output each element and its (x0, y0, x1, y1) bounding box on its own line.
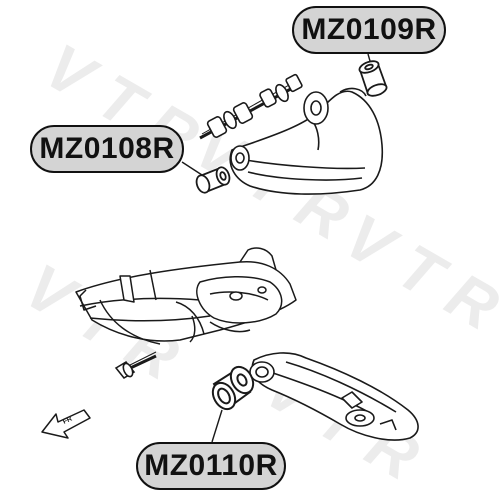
bushing-upper-rear (358, 60, 388, 97)
mounting-bolt (114, 351, 157, 380)
lower-control-arm (249, 352, 419, 441)
part-label-mz0108r: MZ0108R (30, 125, 184, 173)
front-direction-arrow-icon: FR (41, 409, 91, 439)
direction-arrow-label: FR (62, 416, 73, 426)
part-label-mz0110r: MZ0110R (136, 442, 286, 490)
leader-line-mid (181, 161, 203, 176)
frame-crossmember (75, 247, 297, 345)
leader-line-bottom (211, 409, 223, 443)
bushing-lower-arm (211, 365, 255, 411)
upper-control-arm (199, 73, 384, 195)
part-label-mz0109r: MZ0109R (292, 6, 446, 54)
pivot-shaft (199, 73, 303, 140)
bushing-upper-front (195, 166, 231, 194)
svg-text:V T R: V T R (333, 200, 500, 344)
